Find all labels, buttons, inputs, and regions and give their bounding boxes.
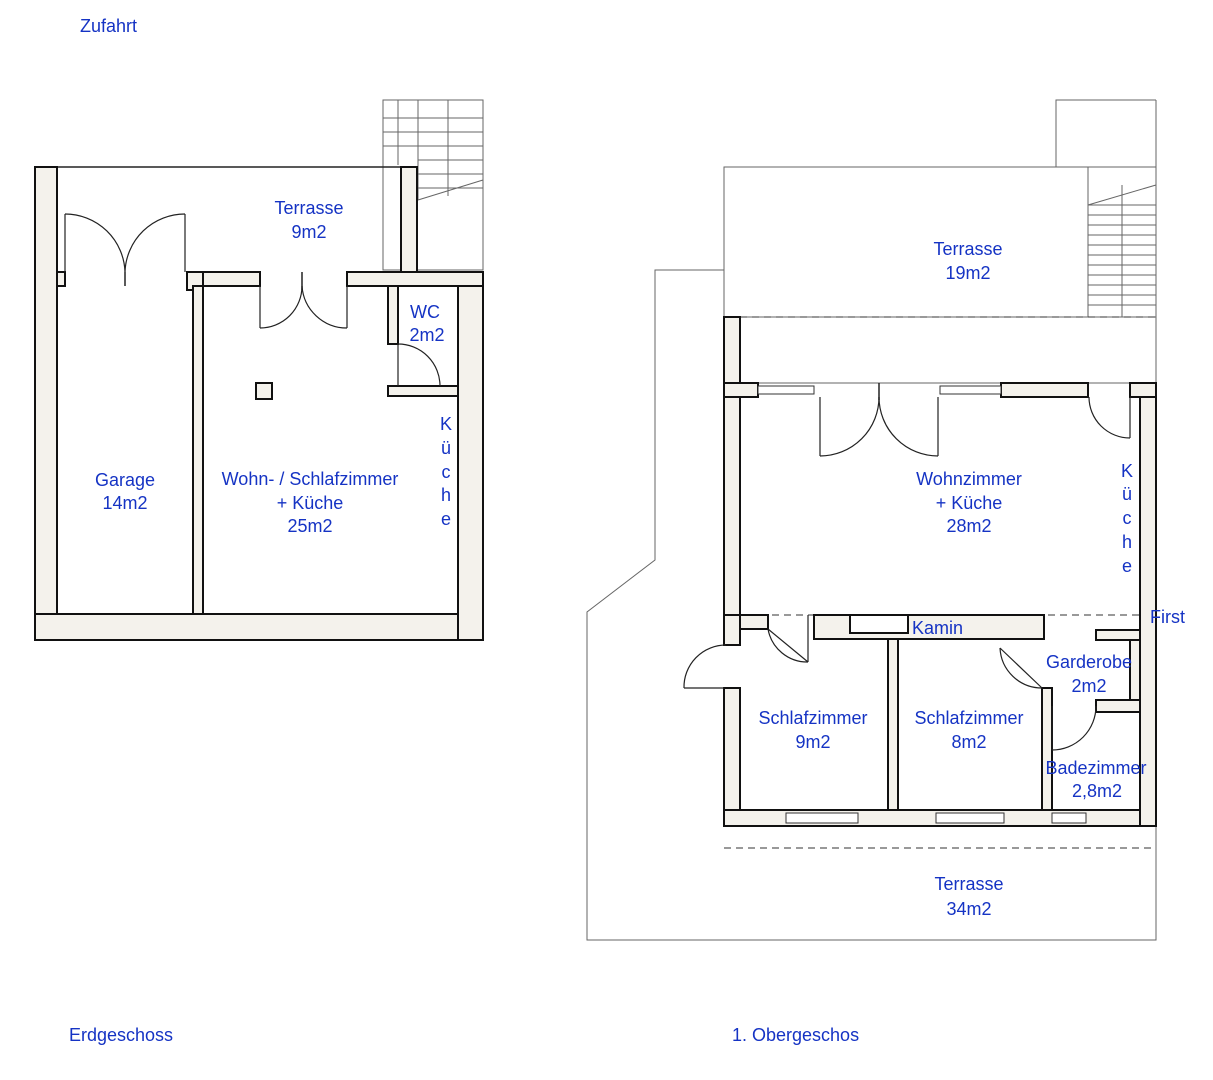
garage-double-door — [64, 213, 186, 286]
ground-living-area: 25m2 — [287, 516, 332, 536]
upper-kitchen-letter: c — [1123, 508, 1132, 528]
access-label: Zufahrt — [80, 16, 137, 36]
upper-site-boundary — [586, 99, 1157, 941]
upper-living-extra: + Küche — [936, 493, 1003, 513]
wardrobe-area: 2m2 — [1071, 676, 1106, 696]
upper-kitchen-letter: K — [1121, 461, 1133, 481]
upper-south-terrace-name: Terrasse — [934, 874, 1003, 894]
upper-living-name: Wohnzimmer — [916, 469, 1022, 489]
ground-kitchen-letter: K — [440, 414, 452, 434]
bedroom-2-name: Schlafzimmer — [914, 708, 1023, 728]
chimney-label: Kamin — [912, 618, 963, 638]
upper-north-terrace-area: 19m2 — [945, 263, 990, 283]
ground-living-door — [259, 272, 348, 329]
upper-floor-plan — [586, 99, 1157, 941]
upper-kitchen-letter: h — [1122, 532, 1132, 552]
ridge-label: First — [1150, 607, 1185, 627]
bathroom-door — [1051, 705, 1097, 751]
garage-name: Garage — [95, 470, 155, 490]
bathroom-name: Badezimmer — [1045, 758, 1146, 778]
ground-floor-heading: Erdgeschoss — [69, 1025, 173, 1045]
bedroom-2-area: 8m2 — [951, 732, 986, 752]
upper-floor-staircase — [1087, 166, 1157, 318]
ground-kitchen-letter: ü — [441, 438, 451, 458]
upper-east-door — [1088, 396, 1131, 439]
ground-floor-plan — [34, 99, 484, 641]
upper-north-terrace — [723, 166, 1089, 318]
wc-name: WC — [410, 302, 440, 322]
wardrobe-name: Garderobe — [1046, 652, 1132, 672]
wc-door — [397, 343, 441, 387]
upper-living-door — [819, 383, 939, 457]
ground-floor-walls — [34, 166, 484, 641]
bathroom-area: 2,8m2 — [1072, 781, 1122, 801]
bedroom-1-name: Schlafzimmer — [758, 708, 867, 728]
ground-kitchen-label: K ü c h e — [440, 414, 452, 529]
upper-floor-windows — [757, 385, 1087, 824]
ground-floor-staircase — [382, 99, 484, 271]
side-entry-door — [683, 644, 727, 689]
ground-kitchen-letter: h — [441, 485, 451, 505]
ground-kitchen-letter: e — [441, 509, 451, 529]
ground-living-name: Wohn- / Schlafzimmer — [222, 469, 399, 489]
ground-kitchen-letter: c — [442, 462, 451, 482]
bedroom-1-area: 9m2 — [795, 732, 830, 752]
upper-floor-heading: 1. Obergeschos — [732, 1025, 859, 1045]
wc-area: 2m2 — [409, 325, 444, 345]
ground-terrace-area: 9m2 — [291, 222, 326, 242]
upper-north-terrace-name: Terrasse — [933, 239, 1002, 259]
wardrobe-door — [999, 647, 1043, 689]
upper-kitchen-label: K ü c h e — [1121, 461, 1133, 576]
upper-south-terrace-area: 34m2 — [946, 899, 991, 919]
upper-living-area: 28m2 — [946, 516, 991, 536]
ground-terrace-name: Terrasse — [274, 198, 343, 218]
bedroom-door — [767, 615, 809, 663]
upper-kitchen-letter: e — [1122, 556, 1132, 576]
ground-living-extra: + Küche — [277, 493, 344, 513]
upper-kitchen-letter: ü — [1122, 484, 1132, 504]
garage-area: 14m2 — [102, 493, 147, 513]
